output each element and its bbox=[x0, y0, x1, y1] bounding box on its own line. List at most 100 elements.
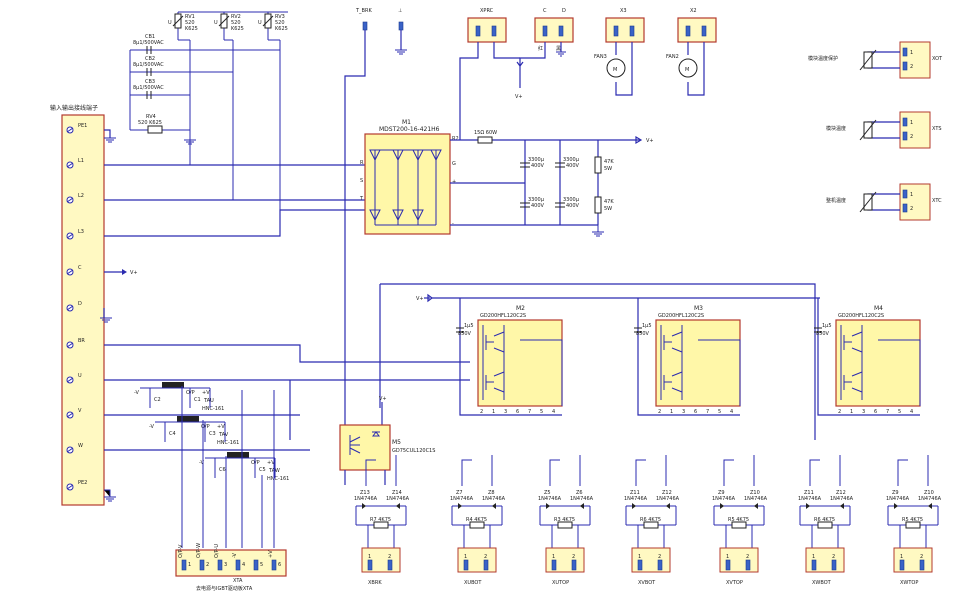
bleed-res-power: 5W bbox=[604, 206, 612, 212]
xta-pin-label: -V bbox=[232, 552, 238, 558]
bus-cap-volt: 400V bbox=[531, 163, 545, 169]
xta-pin-label: +V bbox=[268, 550, 274, 558]
brake-vplus: V+ bbox=[379, 396, 387, 402]
bus-cap-value: 3300μ bbox=[528, 197, 545, 203]
bus-cap-value: 3300μ bbox=[528, 157, 545, 163]
hall-core-2 bbox=[177, 416, 199, 422]
hall-core-3 bbox=[227, 452, 249, 458]
bridge-pin-r2: R2 bbox=[452, 136, 459, 142]
hall-plus: +V bbox=[217, 424, 225, 430]
sensor-pin1: 1 bbox=[910, 120, 913, 126]
bridge-pin-g: G bbox=[452, 161, 456, 167]
zener-2-part: 1N4746A bbox=[386, 496, 410, 502]
xta-title: 去电源与IGBT驱动板XTA bbox=[196, 585, 253, 592]
fan2-m: M bbox=[685, 67, 689, 73]
terminal-label-w: W bbox=[78, 443, 83, 449]
brake-body bbox=[339, 424, 391, 471]
snubber-value: 1μ5 bbox=[822, 323, 832, 329]
bridge-pin-t: T bbox=[359, 196, 364, 202]
zener-1: Z11 bbox=[804, 490, 814, 496]
igbt-pin: 4 bbox=[730, 409, 733, 415]
driver-res bbox=[643, 521, 659, 529]
sensor-conn-box bbox=[899, 111, 931, 149]
driver-pin1: 1 bbox=[900, 554, 903, 560]
fan3-m: M bbox=[613, 67, 617, 73]
driver-pin1: 1 bbox=[368, 554, 371, 560]
varistor-spec: K625 bbox=[275, 26, 288, 32]
igbt-name: M3 bbox=[694, 305, 703, 312]
sensor-pin1: 1 bbox=[910, 50, 913, 56]
driver-conn-name: XVBOT bbox=[638, 580, 656, 586]
fan3-name: FAN3 bbox=[594, 54, 607, 60]
hall-c2: C1 bbox=[194, 397, 201, 403]
zener-2-part: 1N4746A bbox=[918, 496, 942, 502]
bus-cap-4 bbox=[555, 202, 565, 208]
sensor-pin2: 2 bbox=[910, 64, 913, 70]
hall-c1: C2 bbox=[154, 397, 161, 403]
bus-cap-3 bbox=[520, 202, 530, 208]
red-label: 红 bbox=[538, 45, 543, 52]
igbt-pin: 2 bbox=[480, 409, 483, 415]
driver-res bbox=[905, 521, 921, 529]
igbt-part: GD200HFL120C2S bbox=[480, 313, 526, 319]
bridge-pin-s: S bbox=[360, 178, 363, 184]
zener-1: Z5 bbox=[544, 490, 551, 496]
input-cap-name: CB1 bbox=[145, 34, 155, 40]
fan2-motor bbox=[678, 58, 698, 78]
bleed-res-value: 47K bbox=[604, 199, 614, 205]
cd-box bbox=[534, 17, 574, 43]
zener-1: Z11 bbox=[630, 490, 640, 496]
zener-2: Z10 bbox=[924, 490, 934, 496]
igbt-pin: 5 bbox=[540, 409, 543, 415]
c-top-label: C bbox=[543, 8, 547, 14]
fan3-motor bbox=[606, 58, 626, 78]
zener-2-part: 1N4746A bbox=[482, 496, 506, 502]
igbt-pin: 5 bbox=[718, 409, 721, 415]
varistor-spec: K625 bbox=[185, 26, 198, 32]
vplus-top: V+ bbox=[515, 94, 523, 100]
sensor-label: 整机温度 bbox=[826, 197, 846, 204]
varistor-name: RV3 bbox=[275, 14, 285, 20]
varistor-name: RV1 bbox=[185, 14, 195, 20]
terminal-block-title: 输入输出接线端子 bbox=[50, 104, 98, 112]
driver-res-name: R5 4K75 bbox=[902, 517, 923, 523]
xta-pin-label: O/P-U bbox=[214, 544, 220, 558]
xta-box bbox=[175, 549, 287, 577]
vplus-bus-label: V+ bbox=[416, 296, 424, 302]
t-brk-pin bbox=[362, 21, 368, 31]
bridge-pin-r: R bbox=[360, 160, 364, 166]
zener-1-part: 1N4746A bbox=[886, 496, 910, 502]
zener-1-part: 1N4746A bbox=[354, 496, 378, 502]
sensor-pin1: 1 bbox=[910, 192, 913, 198]
igbt-pin: 4 bbox=[910, 409, 913, 415]
bleed-res-1 bbox=[594, 156, 602, 174]
input-cap-2 bbox=[146, 68, 152, 76]
zener-2-part: 1N4746A bbox=[830, 496, 854, 502]
xta-connector: XTA 去电源与IGBT驱动板XTA bbox=[175, 549, 287, 592]
hall-c2: C5 bbox=[259, 467, 266, 473]
varistor-spec: K625 bbox=[231, 26, 244, 32]
sensor-conn-name: XTS bbox=[932, 126, 942, 132]
driver-conn-name: XWBOT bbox=[812, 580, 832, 586]
zener-1: Z9 bbox=[892, 490, 899, 496]
driver-pin2: 2 bbox=[484, 554, 487, 560]
driver-res-name: R3 4K75 bbox=[554, 517, 575, 523]
bridge-body bbox=[364, 133, 451, 235]
varistor-value: 520 bbox=[185, 20, 195, 26]
zener-2: Z14 bbox=[392, 490, 402, 496]
bus-cap-1 bbox=[520, 162, 530, 168]
driver-res-name: R5 4K75 bbox=[728, 517, 749, 523]
snubber-value: 1μ5 bbox=[642, 323, 652, 329]
driver-pin2: 2 bbox=[388, 554, 391, 560]
hall-part: HNC-161 bbox=[217, 440, 239, 446]
bleed-res-value: 47K bbox=[604, 159, 614, 165]
snubber-value: 1μ5 bbox=[464, 323, 474, 329]
hall-minus: -V bbox=[134, 390, 140, 396]
fan2-name: FAN2 bbox=[666, 54, 679, 60]
t-brk-label: T_BRK bbox=[355, 8, 372, 14]
xta-pin-num: 5 bbox=[260, 562, 263, 568]
hall-c1: C4 bbox=[169, 431, 176, 437]
